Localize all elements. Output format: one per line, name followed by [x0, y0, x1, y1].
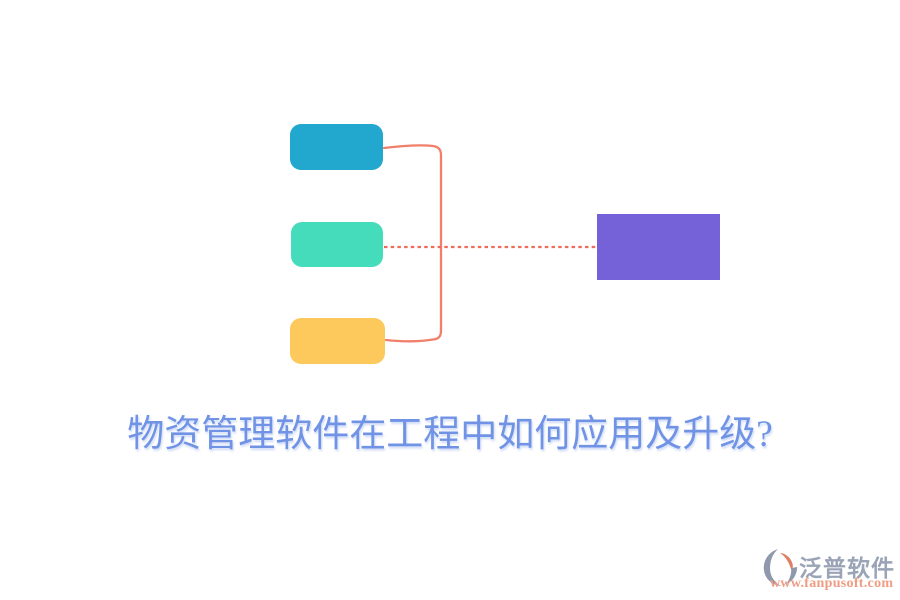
- logo-petal-accent: [780, 552, 793, 571]
- logo-arc-right: [786, 567, 798, 585]
- branch-node-bottom: [290, 318, 385, 364]
- page-title: 物资管理软件在工程中如何应用及升级?: [127, 414, 773, 455]
- bracket-connector: [382, 144, 443, 343]
- fanpu-logo-icon: [763, 548, 798, 586]
- branch-node-top: [290, 124, 383, 170]
- brand-watermark: 泛普软件 www.fanpusoft.com: [762, 546, 894, 596]
- logo-swoosh-left: [763, 548, 781, 586]
- brand-name: 泛普软件: [799, 555, 895, 581]
- brand-url: www.fanpusoft.com: [770, 576, 894, 591]
- branch-node-middle: [291, 222, 383, 267]
- target-node-right: [597, 214, 720, 280]
